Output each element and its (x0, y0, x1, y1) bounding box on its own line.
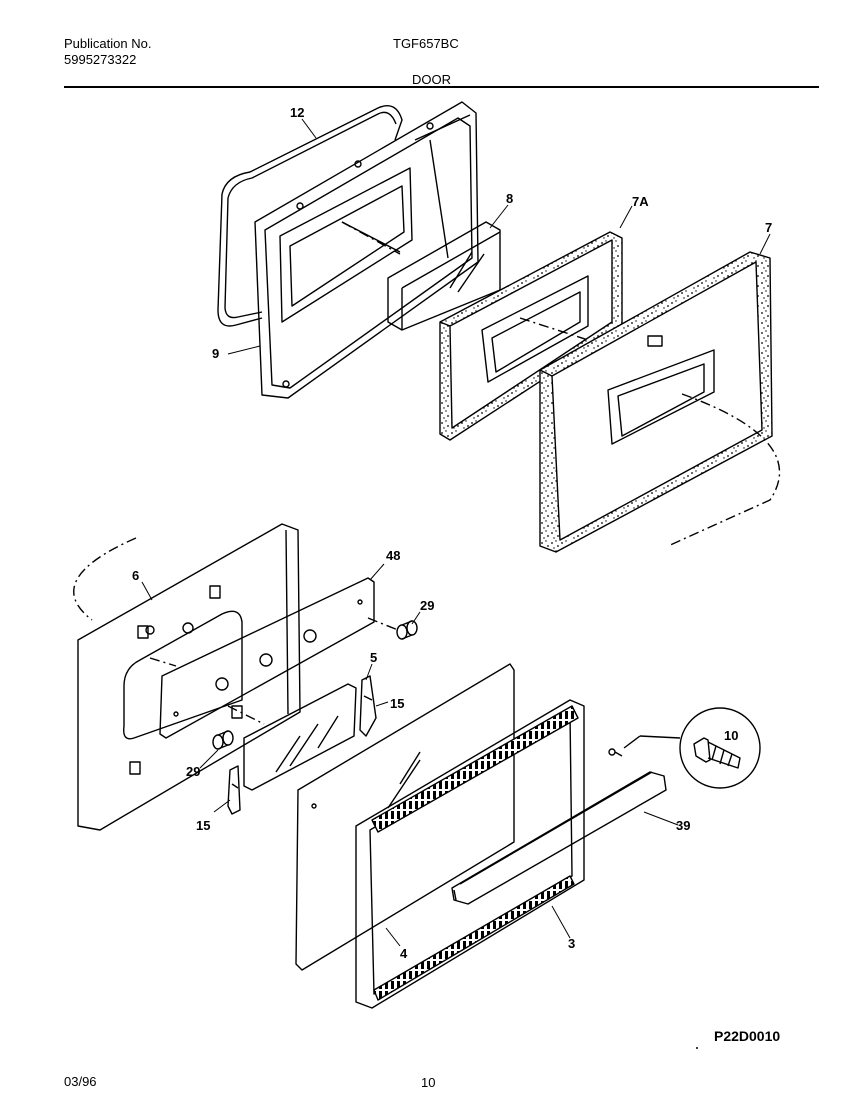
spacer-29-upper (396, 620, 418, 640)
callout-8: 8 (506, 191, 513, 206)
diagram-code: P22D0010 (714, 1028, 780, 1044)
footer-date: 03/96 (64, 1074, 97, 1089)
leader-lines (141, 118, 771, 947)
stray-dot (696, 1047, 698, 1049)
callout-15-left: 15 (196, 818, 210, 833)
door-liner-panel (77, 523, 301, 831)
door-handle-part (451, 748, 667, 905)
control-strip-part (159, 577, 375, 739)
inner-glass-part (243, 683, 357, 791)
outer-glass-panel (295, 663, 515, 971)
screw-detail-bubble (623, 707, 761, 789)
vent-duct-part (387, 221, 501, 331)
callout-39: 39 (676, 818, 690, 833)
door-trim-frame (355, 699, 585, 1009)
door-frame-7a (439, 231, 623, 441)
callout-10: 10 (724, 728, 738, 743)
callout-12: 12 (290, 105, 304, 120)
outer-door-panel (539, 251, 773, 553)
page-number: 10 (421, 1075, 436, 1090)
callout-5: 5 (370, 650, 377, 665)
callout-9: 9 (212, 346, 219, 361)
glass-clip-left (227, 765, 241, 815)
spacer-29-lower (212, 730, 234, 750)
header-rule (64, 86, 819, 88)
callout-3: 3 (568, 936, 575, 951)
callout-4: 4 (400, 946, 408, 961)
callout-7: 7 (765, 220, 772, 235)
model-number: TGF657BC (393, 36, 459, 51)
callout-15-right: 15 (390, 696, 404, 711)
callout-7a: 7A (632, 194, 649, 209)
callout-29-lower: 29 (186, 764, 200, 779)
glass-clip-right (359, 675, 377, 737)
publication-label: Publication No. (64, 36, 152, 51)
assembly-path-lines (73, 221, 781, 725)
callout-48: 48 (386, 548, 400, 563)
section-title: DOOR (412, 72, 451, 87)
inner-door-panel (254, 101, 479, 399)
gasket-part (217, 105, 403, 327)
callout-6: 6 (132, 568, 139, 583)
callout-29-upper: 29 (420, 598, 434, 613)
publication-number: 5995273322 (64, 52, 137, 67)
